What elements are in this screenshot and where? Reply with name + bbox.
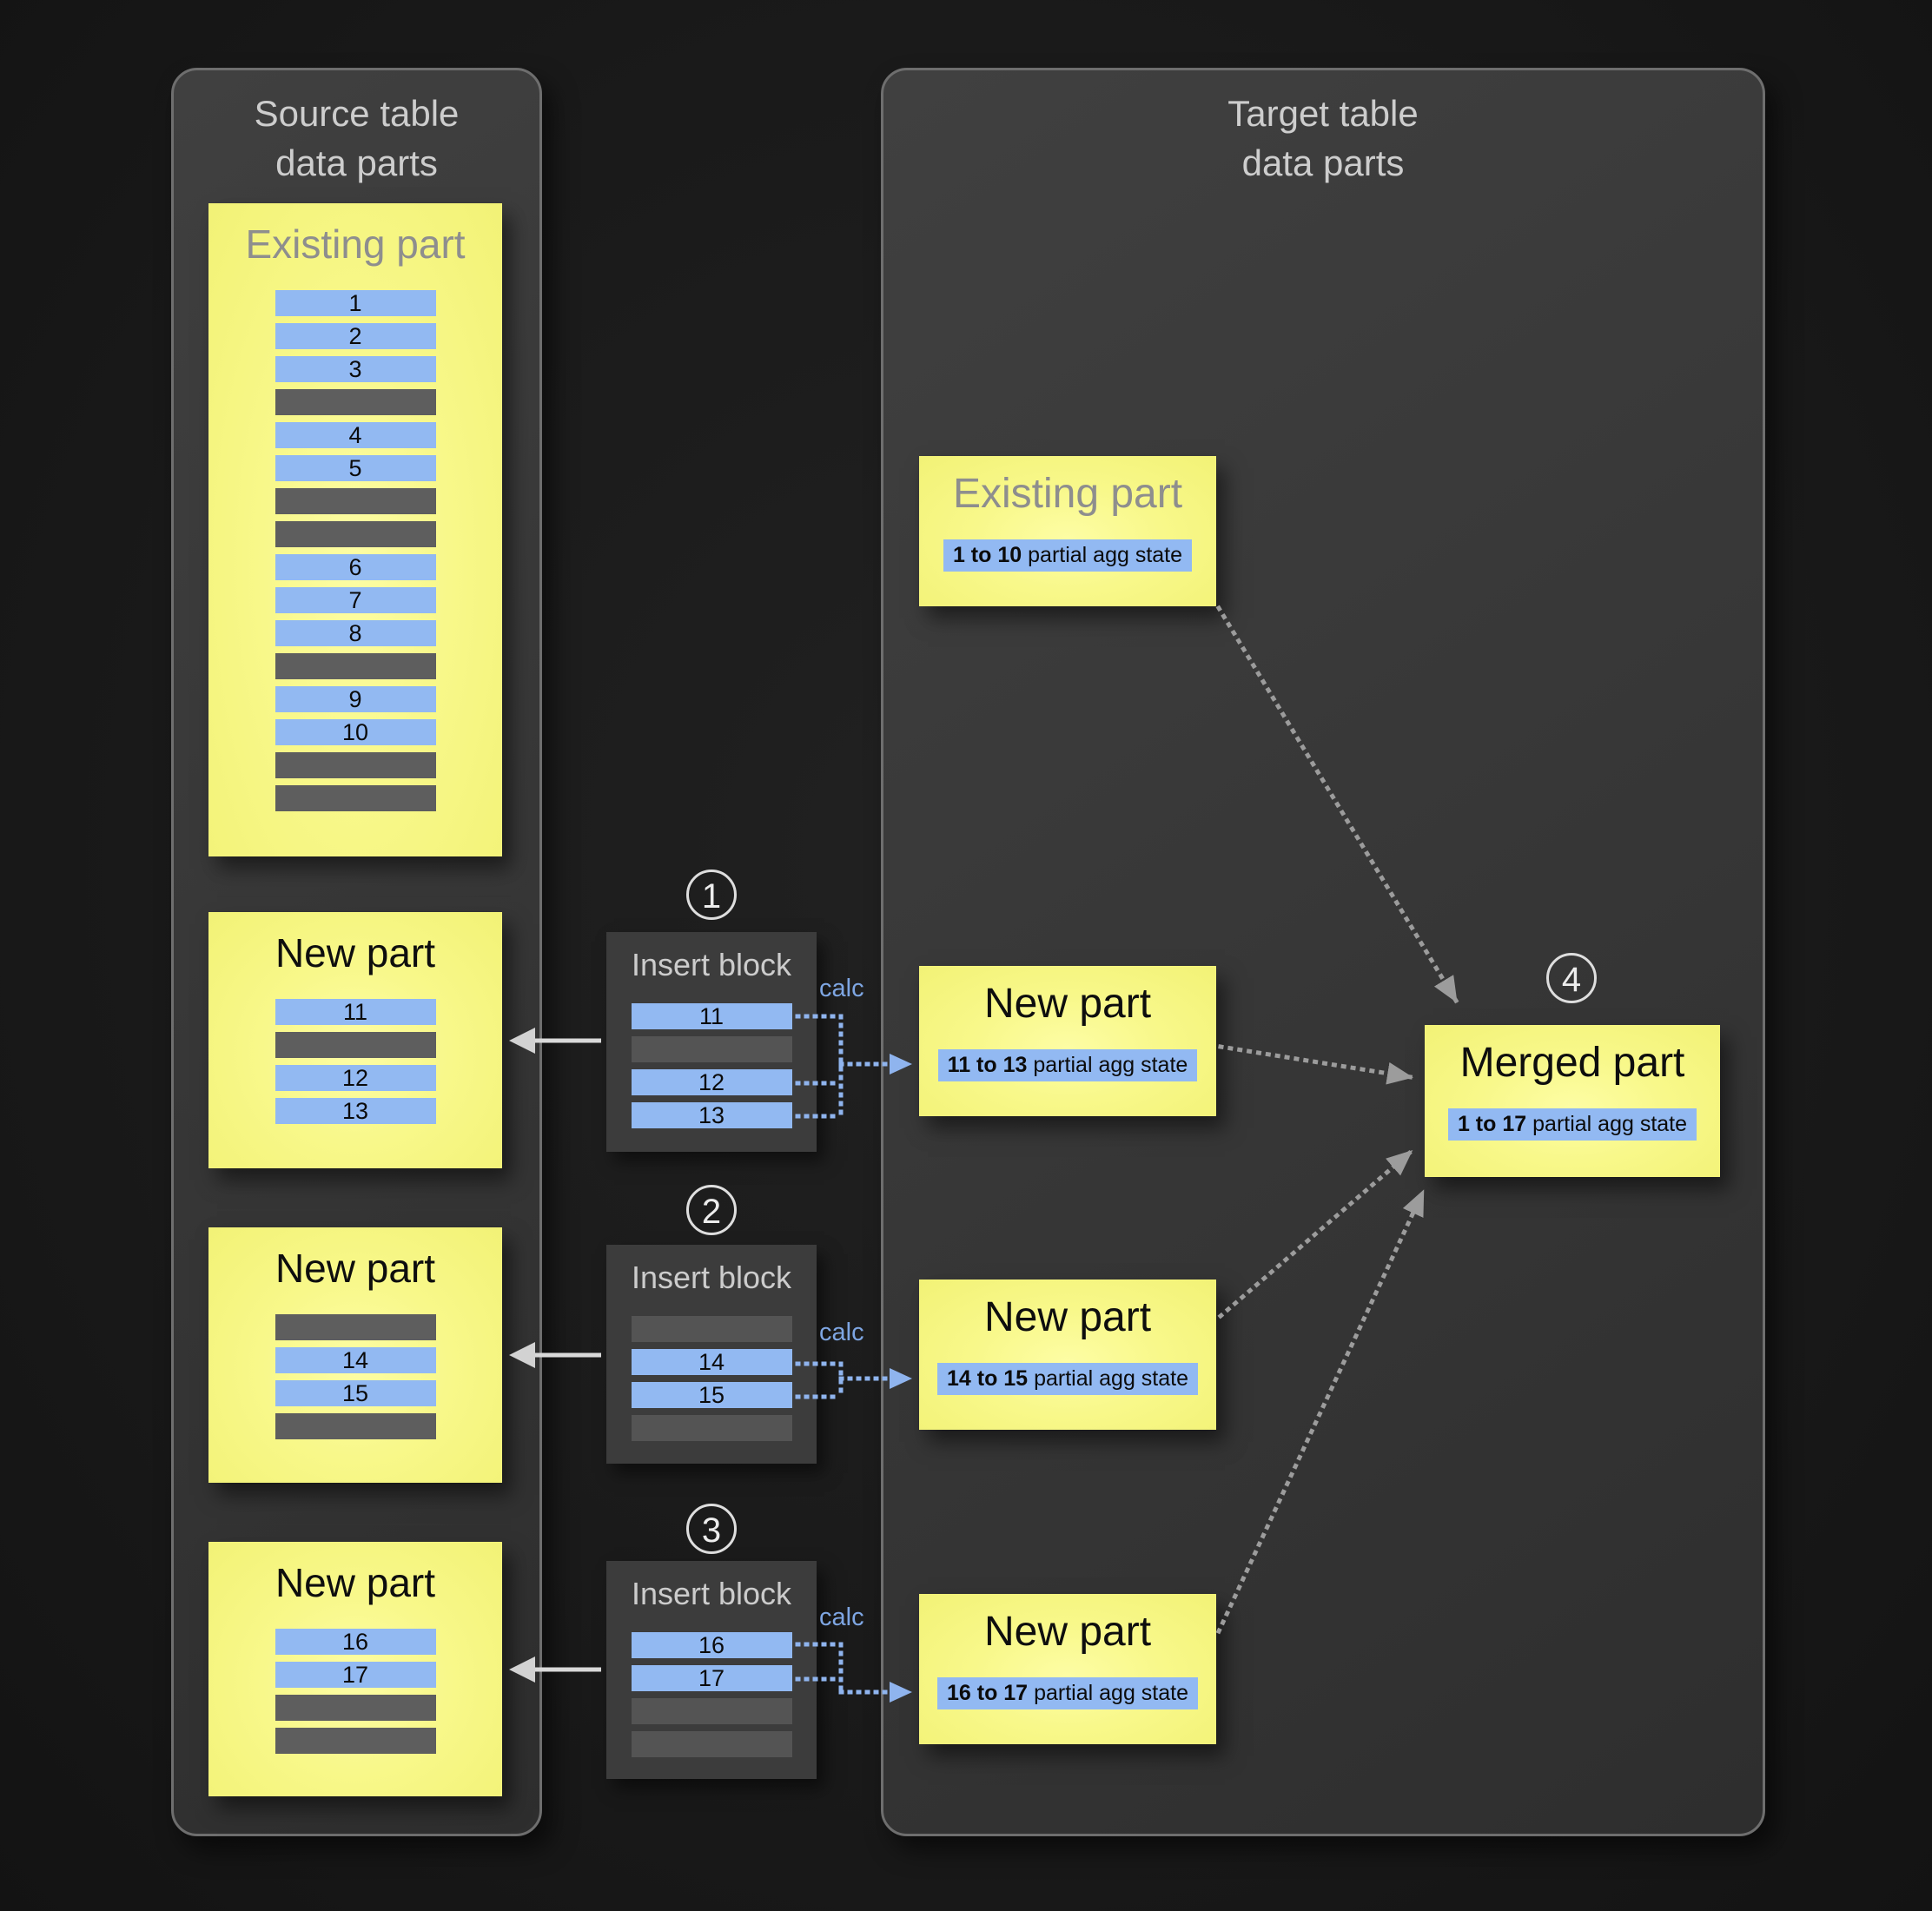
- step-3-badge: 3: [686, 1504, 737, 1554]
- target-new-part-3-title: New part: [983, 1609, 1152, 1655]
- data-row: 9: [275, 686, 436, 712]
- agg-text: partial agg state: [1034, 1681, 1188, 1705]
- empty-row: [275, 488, 436, 514]
- calc-label-1: calc: [819, 975, 864, 1002]
- source-panel-title: Source table data parts: [254, 93, 460, 183]
- data-row: 15: [631, 1382, 792, 1408]
- target-panel-title: Target table data parts: [1227, 93, 1419, 183]
- data-row: 10: [275, 719, 436, 745]
- data-row: 12: [631, 1069, 792, 1095]
- data-row: 15: [275, 1380, 436, 1406]
- empty-row: [275, 521, 436, 547]
- agg-range: 16 to 17: [946, 1681, 1029, 1705]
- insert-block-1-rows: 11 12 13: [631, 1003, 792, 1128]
- data-row: 11: [275, 999, 436, 1025]
- source-existing-part: Existing part 1 2 3 4 5 6 7 8 9 10: [208, 203, 502, 856]
- step-4-badge: 4: [1546, 953, 1597, 1003]
- source-new-part-3-title: New part: [275, 1560, 436, 1605]
- empty-row: [631, 1731, 792, 1757]
- source-new-part-3-rows: 16 17: [275, 1629, 436, 1754]
- source-new-part-3: New part 16 17: [208, 1542, 502, 1796]
- empty-row: [275, 1413, 436, 1439]
- agg-range: 14 to 15: [946, 1366, 1029, 1391]
- data-row: 17: [275, 1662, 436, 1688]
- data-row: 13: [275, 1098, 436, 1124]
- data-row: 12: [275, 1065, 436, 1091]
- step-2-badge: 2: [686, 1185, 737, 1235]
- target-existing-part-title: Existing part: [952, 471, 1183, 517]
- data-row: 6: [275, 554, 436, 580]
- empty-row: [631, 1316, 792, 1342]
- agg-text: partial agg state: [1028, 543, 1183, 567]
- insert-block-3: Insert block 16 17: [606, 1561, 817, 1779]
- agg-range: 1 to 17: [1457, 1112, 1527, 1136]
- insert-block-2-rows: 14 15: [631, 1316, 792, 1441]
- source-new-part-2: New part 14 15: [208, 1227, 502, 1483]
- data-row: 7: [275, 587, 436, 613]
- source-new-part-2-rows: 14 15: [275, 1314, 436, 1439]
- source-new-part-1: New part 11 12 13: [208, 912, 502, 1168]
- agg-range: 11 to 13: [947, 1053, 1028, 1077]
- empty-row: [275, 785, 436, 811]
- target-table-panel: Target table data parts: [881, 68, 1765, 1836]
- data-row: 11: [631, 1003, 792, 1029]
- step-1-badge: 1: [686, 870, 737, 920]
- insert-block-3-rows: 16 17: [631, 1632, 792, 1757]
- data-row: 16: [631, 1632, 792, 1658]
- data-row: 17: [631, 1665, 792, 1691]
- insert-block-2: Insert block 14 15: [606, 1245, 817, 1464]
- empty-row: [275, 1728, 436, 1754]
- calc-label-3: calc: [819, 1604, 864, 1631]
- insert-block-3-title: Insert block: [631, 1576, 792, 1611]
- data-row: 14: [275, 1347, 436, 1373]
- data-row: 14: [631, 1349, 792, 1375]
- calc-label-2: calc: [819, 1319, 864, 1346]
- empty-row: [275, 389, 436, 415]
- agg-text: partial agg state: [1034, 1366, 1188, 1391]
- source-new-part-1-title: New part: [275, 930, 436, 975]
- data-row: 13: [631, 1102, 792, 1128]
- empty-row: [275, 653, 436, 679]
- merged-part-title: Merged part: [1459, 1040, 1685, 1086]
- empty-row: [275, 1314, 436, 1340]
- data-row: 8: [275, 620, 436, 646]
- empty-row: [631, 1415, 792, 1441]
- data-row: 16: [275, 1629, 436, 1655]
- empty-row: [275, 1032, 436, 1058]
- target-new-part-2-title: New part: [983, 1294, 1152, 1340]
- insert-block-2-title: Insert block: [631, 1260, 792, 1295]
- source-new-part-2-title: New part: [275, 1246, 436, 1291]
- source-new-part-1-rows: 11 12 13: [275, 999, 436, 1124]
- empty-row: [631, 1698, 792, 1724]
- source-existing-part-title: Existing part: [245, 222, 466, 267]
- data-row: 3: [275, 356, 436, 382]
- insert-block-1: Insert block 11 12 13: [606, 932, 817, 1152]
- agg-text: partial agg state: [1532, 1112, 1688, 1136]
- empty-row: [275, 1695, 436, 1721]
- agg-text: partial agg state: [1033, 1053, 1188, 1077]
- data-row: 2: [275, 323, 436, 349]
- target-new-part-1-title: New part: [983, 981, 1152, 1027]
- data-row: 5: [275, 455, 436, 481]
- empty-row: [631, 1036, 792, 1062]
- empty-row: [275, 752, 436, 778]
- insert-block-1-title: Insert block: [631, 947, 792, 982]
- data-row: 1: [275, 290, 436, 316]
- source-existing-part-rows: 1 2 3 4 5 6 7 8 9 10: [275, 290, 436, 811]
- agg-range: 1 to 10: [952, 543, 1022, 567]
- data-row: 4: [275, 422, 436, 448]
